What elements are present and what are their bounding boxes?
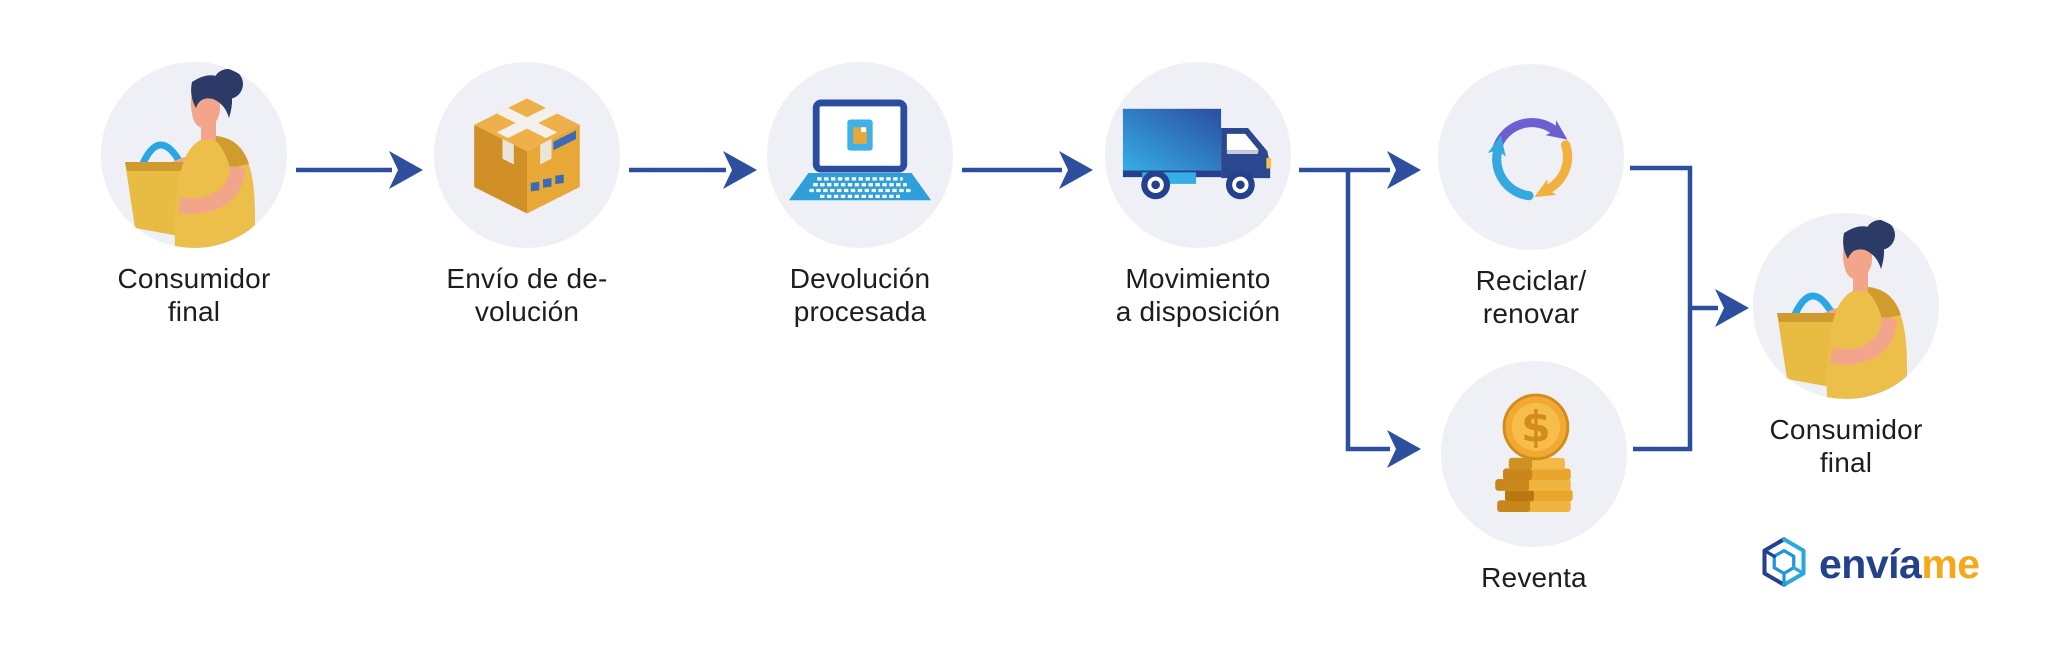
node-label-line: Reciclar/	[1475, 265, 1587, 296]
svg-text:$: $	[1521, 403, 1551, 452]
enviame-logo-icon	[1758, 536, 1810, 593]
node-label-line: Consumidor	[117, 263, 271, 294]
enviame-logo-text: envíame	[1819, 541, 1980, 587]
node-label: Reventa	[1394, 561, 1674, 594]
flow-node-consumidor-final-inicio: Consumidor final	[101, 62, 287, 327]
flow-node-reventa: $ Reventa	[1441, 361, 1627, 593]
node-label: Reciclar/ renovar	[1391, 264, 1671, 330]
node-label: Movimiento a disposición	[1058, 262, 1338, 328]
shopper-woman-icon	[101, 62, 287, 248]
node-label-line: renovar	[1482, 298, 1580, 329]
node-label-line: Devolución	[789, 263, 931, 294]
node-label-line: final	[167, 296, 221, 327]
node-label-line: final	[1819, 447, 1873, 478]
laptop-icon	[767, 62, 953, 248]
flow-node-reciclar-renovar: Reciclar/ renovar	[1438, 64, 1624, 329]
node-label-line: procesada	[793, 296, 927, 327]
node-label-line: Movimiento	[1125, 263, 1271, 294]
node-label-line: Envío de de-	[446, 263, 608, 294]
enviame-logo: envíame	[1758, 536, 1980, 593]
recycle-arrows-icon	[1438, 64, 1624, 250]
node-label-line: volución	[474, 296, 580, 327]
node-label: Consumidor final	[54, 262, 334, 328]
shopper-woman-icon	[1753, 213, 1939, 399]
flow-node-movimiento-a-disposicion: Movimiento a disposición	[1105, 62, 1291, 327]
arrow-movement-to-resale	[1345, 170, 1421, 468]
node-label: Envío de de- volución	[387, 262, 667, 328]
coins-icon: $	[1441, 361, 1627, 547]
flow-node-devolucion-procesada: Devolución procesada	[767, 62, 953, 327]
node-label-line: a disposición	[1115, 296, 1281, 327]
node-label-line: Consumidor	[1769, 414, 1923, 445]
flow-node-consumidor-final-fin: Consumidor final	[1753, 213, 1939, 478]
node-label-line: Reventa	[1481, 562, 1587, 593]
flow-node-envio-de-devolucion: Envío de de- volución	[434, 62, 620, 327]
node-label: Consumidor final	[1706, 413, 1986, 479]
node-label: Devolución procesada	[720, 262, 1000, 328]
delivery-truck-icon	[1105, 62, 1291, 248]
package-box-icon	[434, 62, 620, 248]
